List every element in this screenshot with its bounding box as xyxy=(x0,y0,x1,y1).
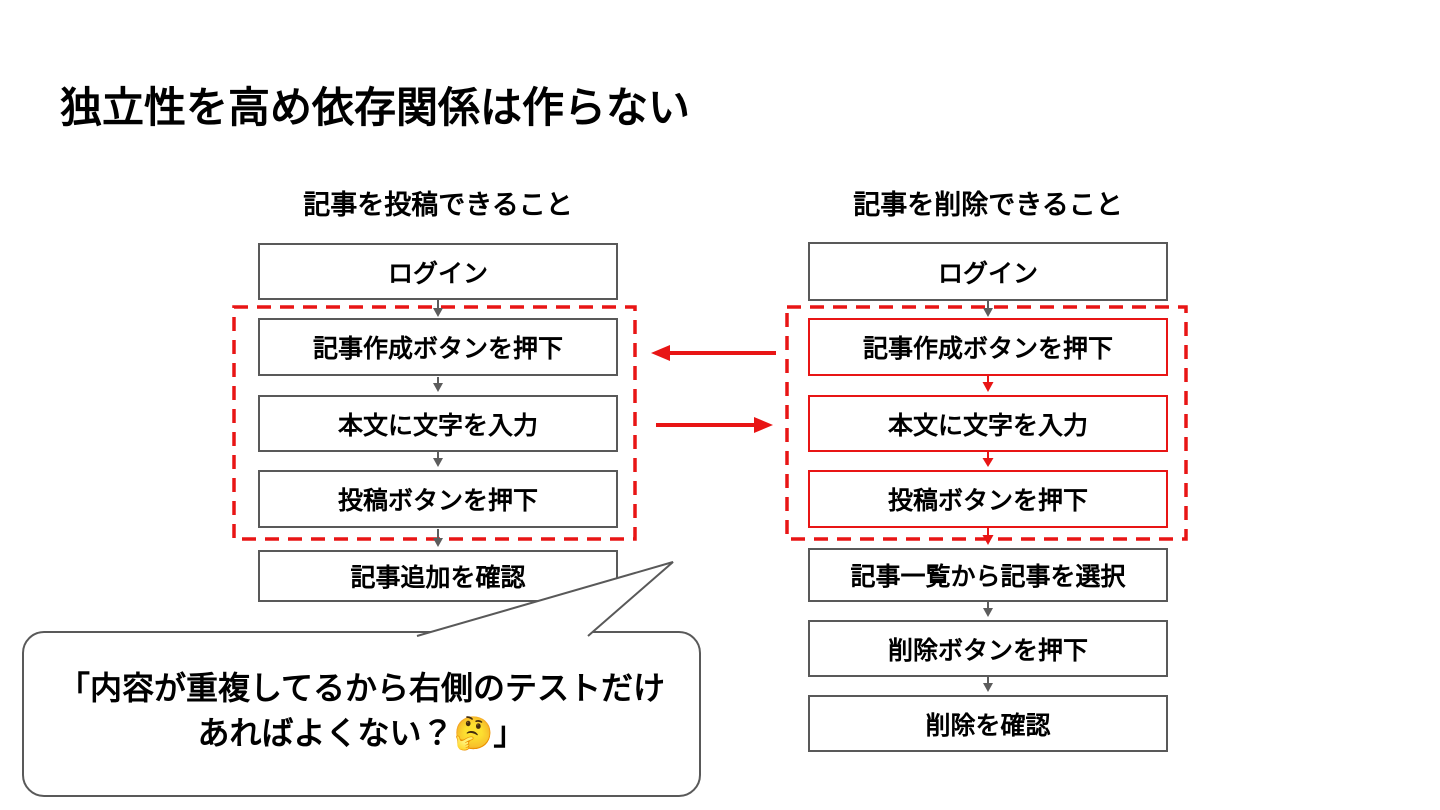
flow-box-left-confirm: 記事追加を確認 xyxy=(258,550,618,602)
arrow-left-login-to-create xyxy=(433,300,443,317)
arrow-right-delete-to-confirm xyxy=(983,677,993,692)
arrow-right-create-to-input-red xyxy=(982,376,994,392)
arrow-left-post-to-confirm xyxy=(433,529,443,547)
arrow-right-login-to-create xyxy=(983,301,993,317)
speech-bubble-text: 「内容が重複してるから右側のテストだけ あればよくない？🤔」 xyxy=(58,666,665,757)
right-flow-title: 記事を削除できること xyxy=(853,190,1123,220)
thinking-emoji: 🤔 xyxy=(453,715,494,751)
arrow-left-create-to-input xyxy=(433,377,443,392)
arrow-left-to-right-duplicate xyxy=(656,417,773,433)
arrow-left-input-to-post xyxy=(433,452,443,467)
flow-box-right-post: 投稿ボタンを押下 xyxy=(808,470,1168,528)
flow-box-left-login: ログイン xyxy=(258,243,618,300)
flow-box-right-delete: 削除ボタンを押下 xyxy=(808,620,1168,677)
speech-bubble: 「内容が重複してるから右側のテストだけ あればよくない？🤔」 xyxy=(22,631,701,797)
flow-box-right-login: ログイン xyxy=(808,242,1168,301)
arrow-right-input-to-post-red xyxy=(982,452,994,467)
arrow-right-to-left-duplicate xyxy=(651,345,776,361)
bubble-line1: 「内容が重複してるから右側のテストだけ xyxy=(57,669,666,706)
arrow-right-post-to-select-red xyxy=(982,528,994,545)
flow-box-right-select: 記事一覧から記事を選択 xyxy=(808,548,1168,602)
flow-box-right-create: 記事作成ボタンを押下 xyxy=(808,318,1168,376)
flow-box-left-post: 投稿ボタンを押下 xyxy=(258,470,618,528)
page-title: 独立性を高め依存関係は作らない xyxy=(60,84,691,131)
bubble-closing-quote: 」 xyxy=(493,715,526,751)
flow-box-left-input: 本文に文字を入力 xyxy=(258,395,618,452)
flow-box-right-input: 本文に文字を入力 xyxy=(808,395,1168,452)
flow-box-right-confirm-delete: 削除を確認 xyxy=(808,695,1168,752)
arrow-right-select-to-delete xyxy=(983,602,993,617)
flow-box-left-create: 記事作成ボタンを押下 xyxy=(258,318,618,376)
bubble-line2: あればよくない？ xyxy=(197,715,454,751)
left-flow-title: 記事を投稿できること xyxy=(303,190,573,220)
